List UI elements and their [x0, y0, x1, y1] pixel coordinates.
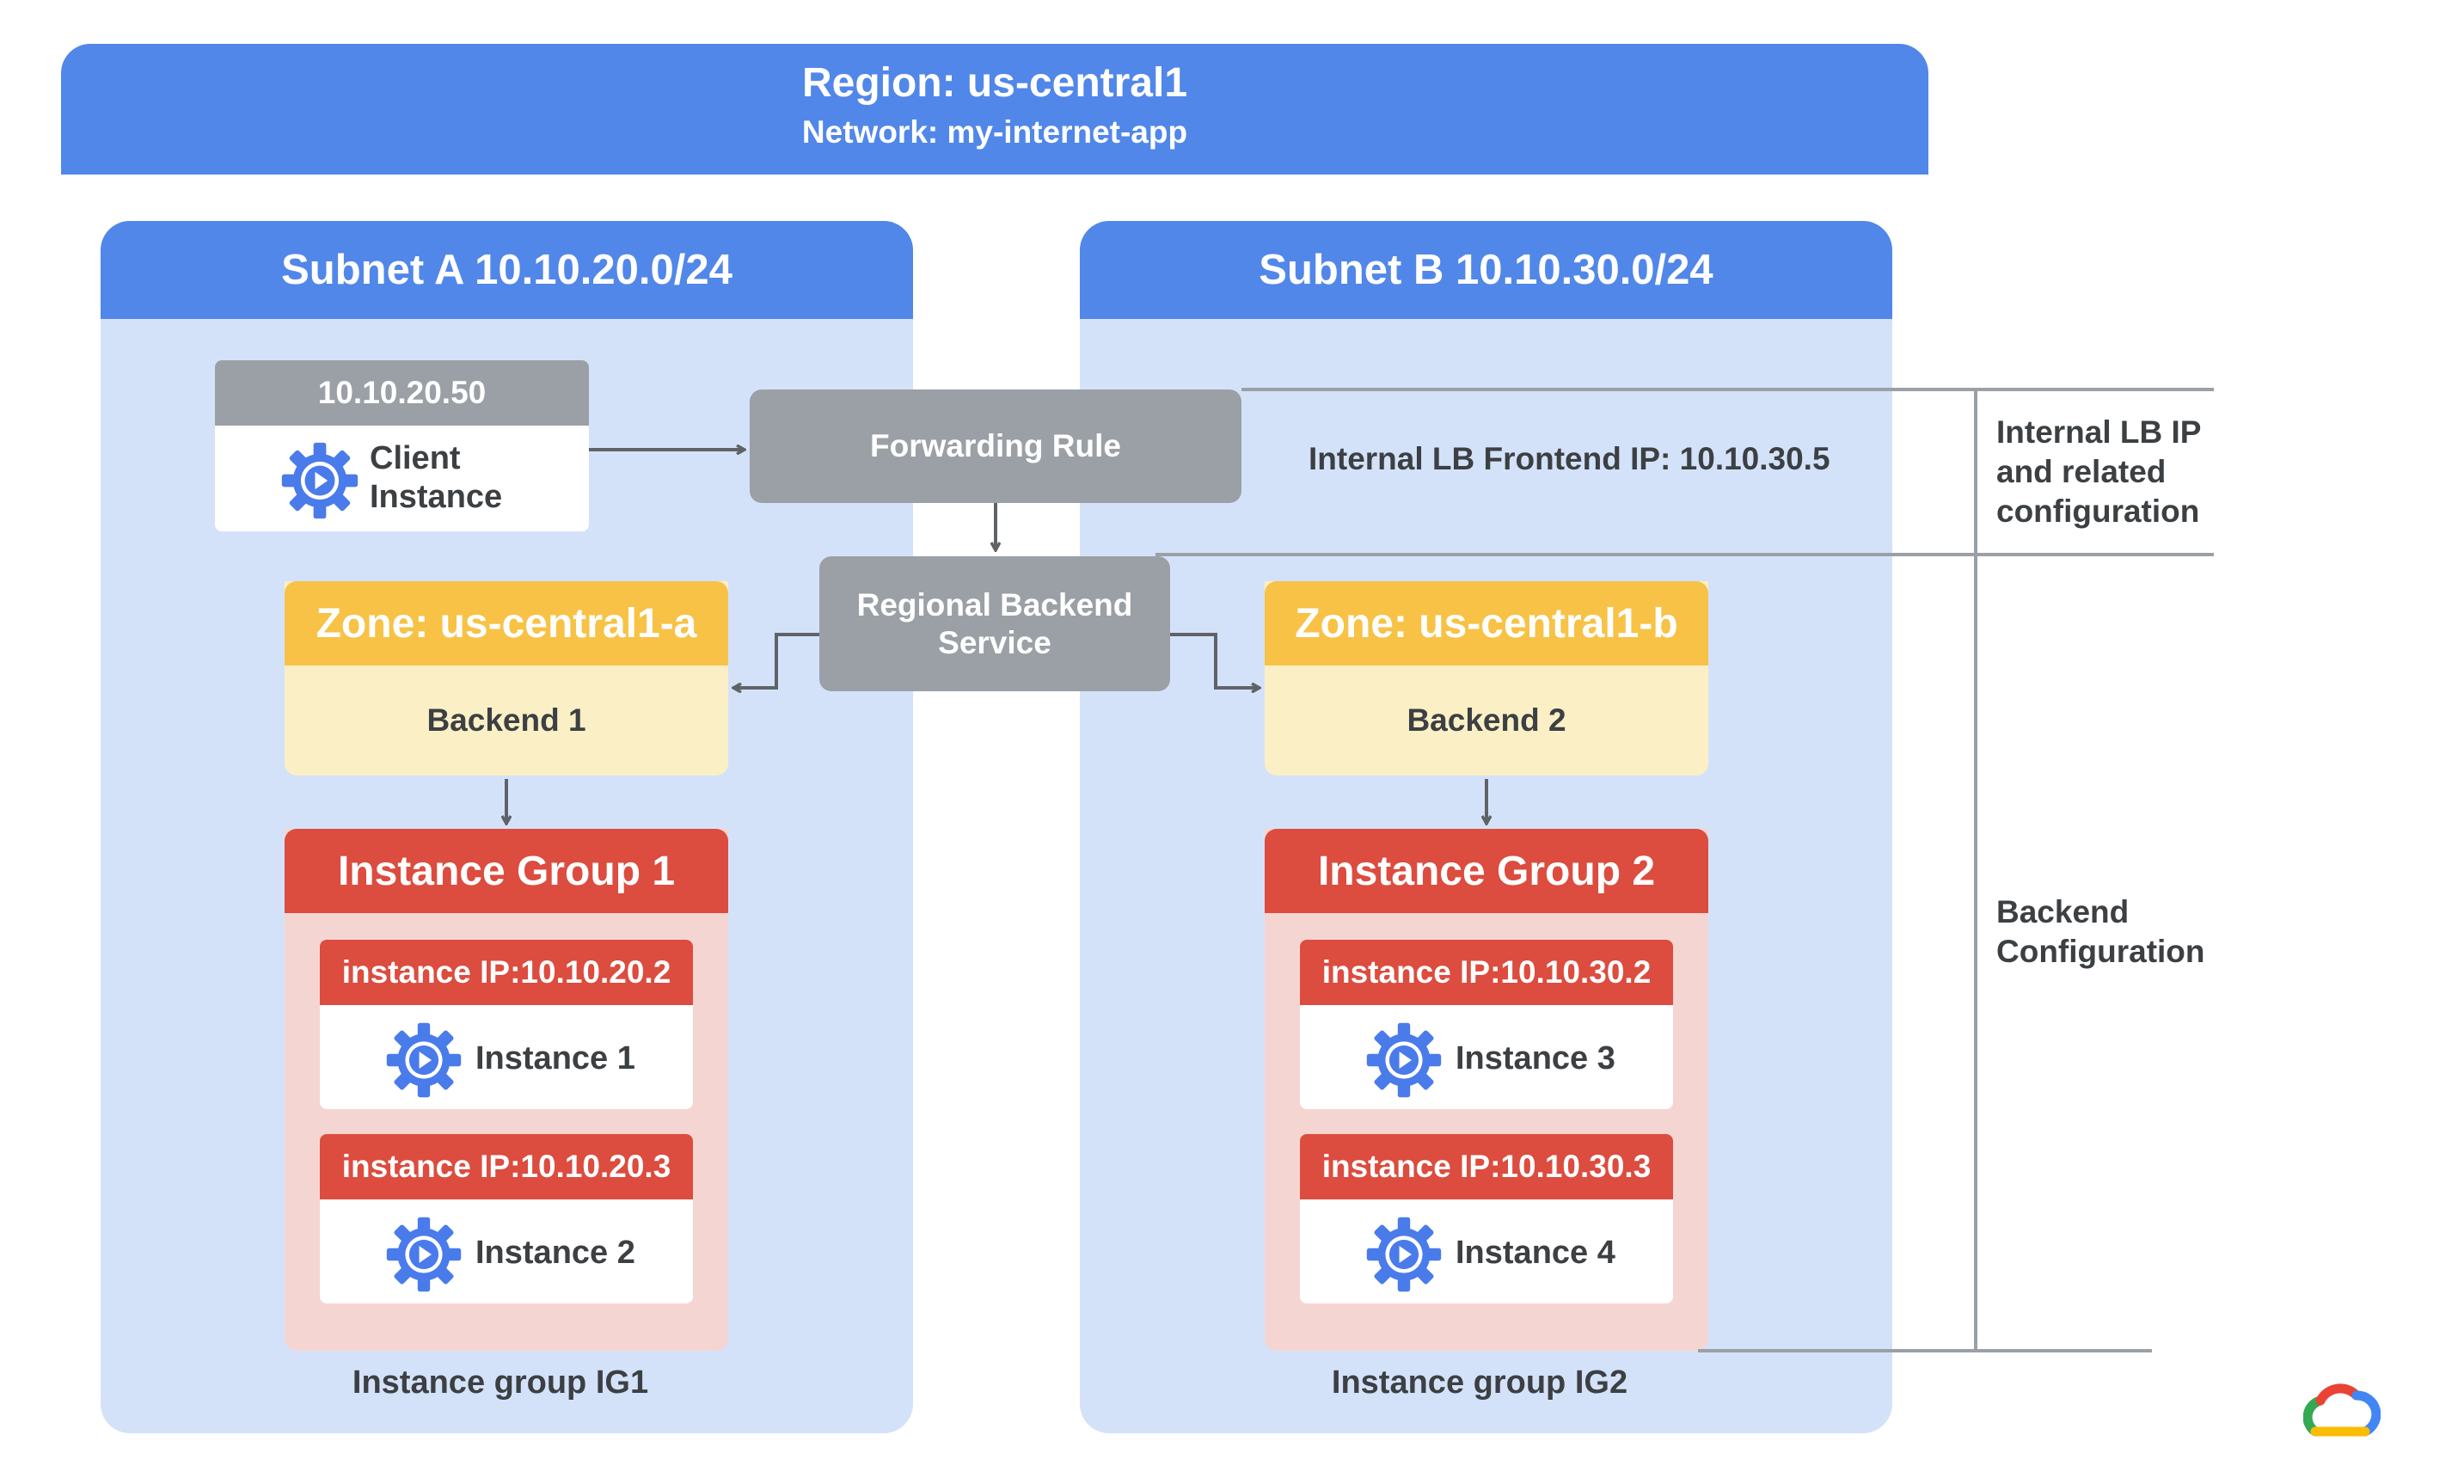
lb-ip-config-label: Internal LB IP and related configuration	[1996, 414, 2202, 529]
arrow-service-to-backend-1	[733, 633, 819, 688]
client-ip: 10.10.20.50	[215, 360, 589, 426]
frontend-ip-label: Internal LB Frontend IP: 10.10.30.5	[1309, 441, 1830, 476]
instance-2-ip: instance IP:10.10.20.3	[320, 1134, 693, 1199]
zone-us-central1-b: Zone: us-central1-b Backend 2	[1265, 581, 1708, 776]
network-name: Network: my-internet-app	[801, 114, 1188, 150]
arrow-service-to-backend-2	[1170, 633, 1260, 688]
instance-group-2: Instance Group 2 instance IP:10.10.30.2 …	[1265, 829, 1708, 1351]
client-instance: 10.10.20.50 Client Instance	[215, 360, 589, 531]
compute-engine-gear-icon	[1366, 1022, 1442, 1098]
instance-3-ip: instance IP:10.10.30.2	[1300, 940, 1673, 1005]
instance-4-ip: instance IP:10.10.30.3	[1300, 1134, 1673, 1199]
compute-engine-gear-icon	[386, 1022, 462, 1098]
compute-engine-gear-icon	[1366, 1217, 1442, 1292]
instance-group-1: Instance Group 1 instance IP:10.10.20.2 …	[285, 829, 728, 1351]
client-instance-label: Client Instance	[370, 440, 503, 515]
google-cloud-logo-icon	[2303, 1383, 2381, 1437]
zone-us-central1-a: Zone: us-central1-a Backend 1	[285, 581, 728, 776]
instance-group-ig1-caption: Instance group IG1	[352, 1364, 649, 1401]
instance-3-name: Instance 3	[1456, 1040, 1615, 1076]
backend-config-label: Backend Configuration	[1996, 894, 2205, 969]
subnet-a-title: Subnet A 10.10.20.0/24	[101, 221, 913, 319]
backend-1: Backend 1	[426, 702, 586, 738]
instance-1-ip: instance IP:10.10.20.2	[320, 940, 693, 1005]
zone-a-title: Zone: us-central1-a	[285, 581, 728, 665]
instance-4-card: instance IP:10.10.30.3 Instance 4	[1300, 1134, 1673, 1303]
compute-engine-gear-icon	[386, 1217, 462, 1292]
instance-2-card: instance IP:10.10.20.3 Instance 2	[320, 1134, 693, 1303]
backend-2: Backend 2	[1407, 702, 1566, 738]
forwarding-rule: Forwarding Rule	[750, 389, 1241, 503]
instance-2-name: Instance 2	[475, 1235, 635, 1271]
instance-3-card: instance IP:10.10.30.2 Instance 3	[1300, 940, 1673, 1109]
region-banner: Region: us-central1 Network: my-internet…	[61, 44, 1928, 175]
region-title: Region: us-central1	[801, 60, 1188, 106]
instance-group-ig2-caption: Instance group IG2	[1331, 1364, 1628, 1401]
instance-1-name: Instance 1	[475, 1040, 635, 1076]
instance-1-card: instance IP:10.10.20.2 Instance 1	[320, 940, 693, 1109]
zone-b-title: Zone: us-central1-b	[1265, 581, 1708, 665]
subnet-b-title: Subnet B 10.10.30.0/24	[1080, 221, 1892, 319]
instance-group-2-title: Instance Group 2	[1265, 829, 1708, 913]
instance-4-name: Instance 4	[1456, 1235, 1615, 1271]
instance-group-1-title: Instance Group 1	[285, 829, 728, 913]
compute-engine-gear-icon	[281, 442, 359, 519]
